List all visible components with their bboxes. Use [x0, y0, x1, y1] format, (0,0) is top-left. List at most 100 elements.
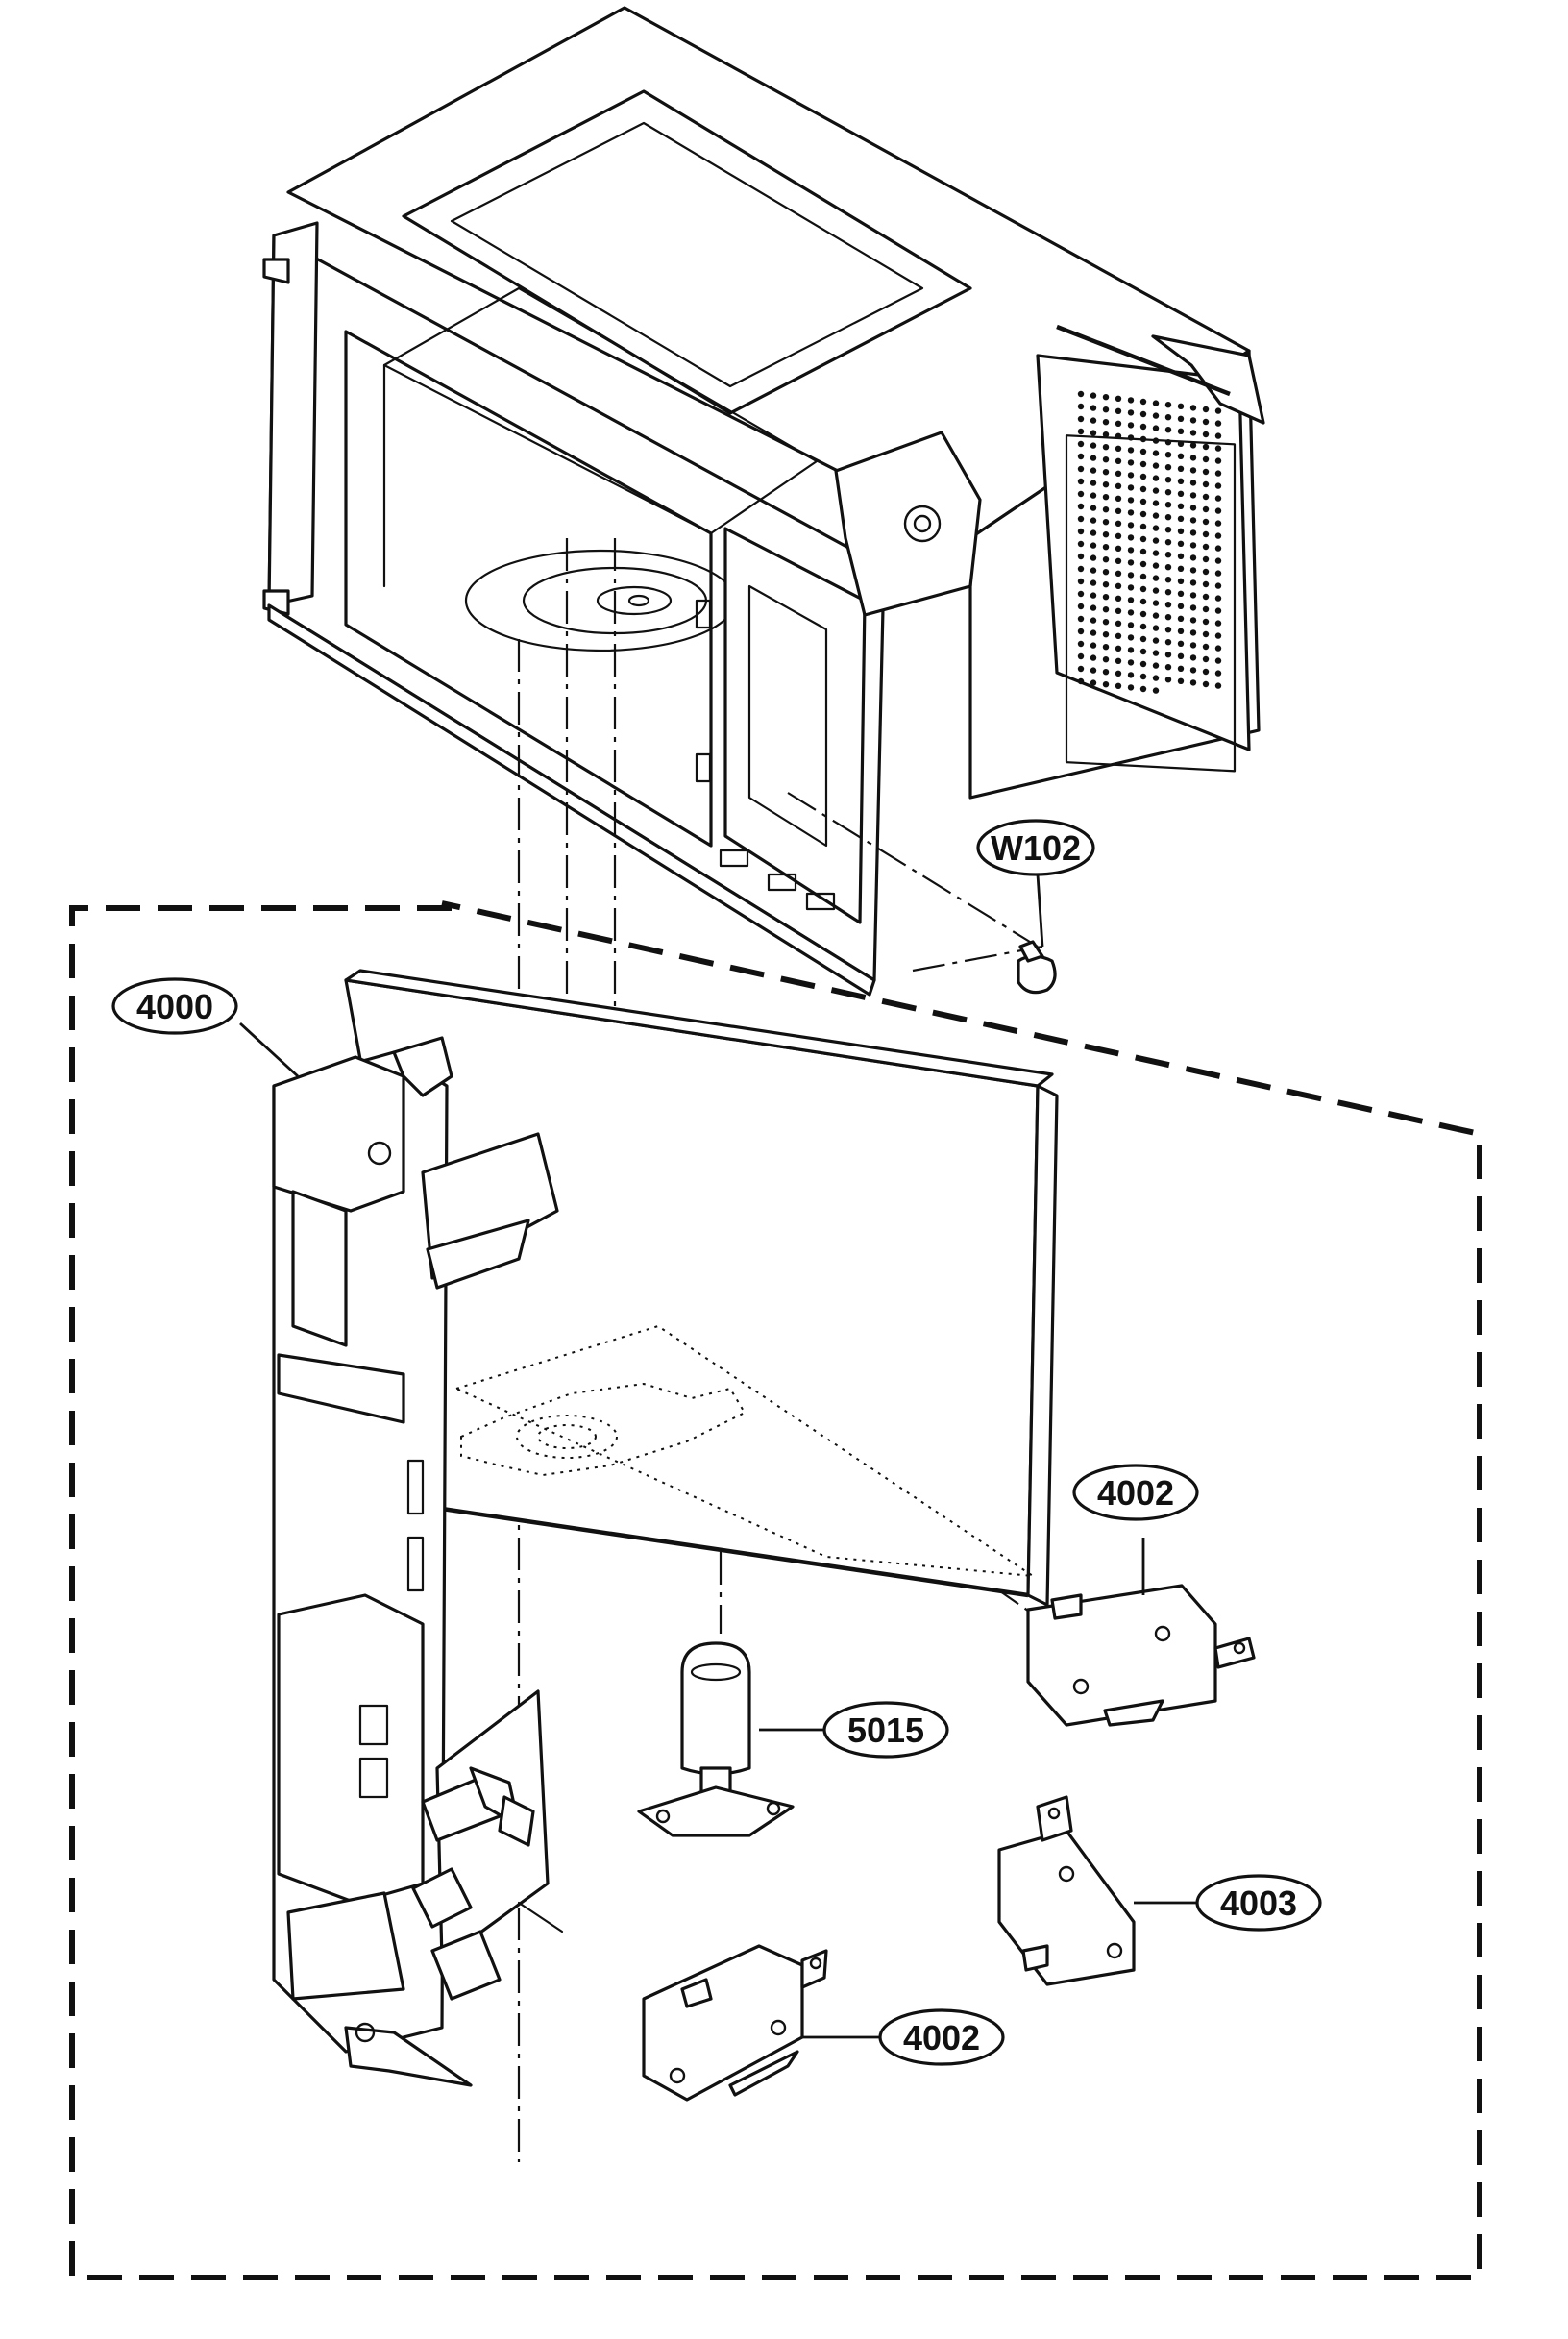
vent-hole	[1152, 425, 1160, 431]
vent-hole	[1189, 455, 1197, 461]
vent-hole	[1152, 400, 1160, 406]
vent-hole	[1077, 540, 1085, 548]
vent-hole	[1164, 552, 1172, 558]
turntable-hub	[596, 585, 673, 616]
vent-hole	[1152, 550, 1160, 556]
vent-hole	[1152, 600, 1160, 606]
vent-hole	[1164, 589, 1172, 596]
bracket-top-tab	[392, 1036, 453, 1097]
vent-hole	[1090, 542, 1097, 549]
vent-hole	[1202, 568, 1210, 576]
vent-hole	[1127, 409, 1135, 416]
vent-hole	[1164, 439, 1172, 446]
vent-hole	[1077, 553, 1085, 560]
vent-hole	[1177, 640, 1185, 647]
vent-hole	[1115, 645, 1122, 652]
vent-hole	[1177, 603, 1185, 609]
vent-hole	[1152, 675, 1160, 681]
vent-hole	[1102, 531, 1110, 538]
vent-frame	[1065, 434, 1237, 773]
callout-label-w102: W102	[991, 828, 1081, 868]
vent-hole	[1127, 572, 1135, 579]
vent-hole	[1202, 443, 1210, 451]
vent-hole	[1102, 456, 1110, 463]
vent-hole	[1115, 620, 1122, 627]
vent-hole	[1139, 585, 1147, 593]
vent-hole	[1152, 687, 1160, 694]
vent-hole	[1189, 617, 1197, 624]
vent-hole	[1214, 557, 1222, 564]
vent-hole	[1102, 481, 1110, 488]
vent-hole	[1214, 632, 1222, 639]
vent-hole	[1127, 622, 1135, 628]
vent-hole	[1177, 553, 1185, 559]
vent-hole	[1077, 528, 1085, 535]
vent-hole	[1164, 627, 1172, 633]
vent-hole	[1152, 412, 1160, 419]
vent-hole	[1077, 403, 1085, 410]
switch-body-4003	[997, 1829, 1136, 1986]
switch-body-lower	[642, 1944, 804, 2102]
vent-hole	[1102, 544, 1110, 551]
vent-hole	[1077, 590, 1085, 598]
vent-hole	[1090, 617, 1097, 624]
vent-hole	[1164, 452, 1172, 458]
vent-hole	[1139, 635, 1147, 643]
vent-hole	[1202, 406, 1210, 413]
door-panel	[344, 969, 1059, 1607]
rear-corner-bracket	[1151, 334, 1265, 425]
upper-hinge	[262, 258, 290, 284]
vent-hole	[1214, 470, 1222, 477]
vent-hole	[1152, 612, 1160, 619]
lamp-base-plate	[637, 1785, 795, 1837]
vent-hole	[1189, 529, 1197, 536]
vent-hole	[1202, 630, 1210, 638]
callout-4003: 4003	[1195, 1874, 1322, 1932]
callout-leaders	[239, 874, 1196, 2039]
vent-hole	[1127, 672, 1135, 678]
callout-label-4002-upper: 4002	[1097, 1473, 1174, 1513]
vent-hole	[1090, 679, 1097, 686]
vent-hole	[1177, 528, 1185, 534]
vent-hole	[1152, 650, 1160, 656]
vent-hole	[1077, 615, 1085, 623]
vent-hole	[1090, 467, 1097, 474]
vent-hole	[1214, 520, 1222, 527]
screw-shank	[1018, 940, 1044, 963]
vent-hole	[1189, 629, 1197, 636]
vent-hole	[1127, 597, 1135, 603]
vent-hole	[1177, 628, 1185, 634]
vent-hole	[1152, 475, 1160, 481]
vent-hole	[1090, 417, 1097, 424]
vent-hole	[1152, 587, 1160, 594]
screw-w102	[1017, 940, 1057, 995]
vent-hole	[1102, 556, 1110, 563]
vent-hole	[1102, 494, 1110, 501]
vent-hole	[1152, 625, 1160, 631]
vent-hole	[1090, 592, 1097, 599]
vent-hole	[1139, 548, 1147, 555]
vent-hole	[1164, 464, 1172, 471]
vent-hole	[1214, 445, 1222, 452]
lamp-bulb	[680, 1641, 751, 1776]
vent-hole	[1139, 673, 1147, 680]
vent-hole	[1127, 609, 1135, 616]
vent-hole	[1164, 402, 1172, 408]
vent-hole	[1115, 670, 1122, 677]
vent-hole	[1202, 505, 1210, 513]
door-top-edge	[344, 969, 1054, 1088]
vent-hole	[1177, 565, 1185, 572]
vent-hole	[1090, 430, 1097, 436]
vent-hole	[1139, 685, 1147, 693]
vent-hole	[1127, 459, 1135, 466]
vent-hole	[1164, 677, 1172, 683]
vent-hole	[1090, 517, 1097, 524]
vent-hole	[1189, 679, 1197, 686]
vent-hole	[1127, 397, 1135, 404]
latch-hook-lower	[430, 1930, 502, 2001]
vent-hole	[1214, 670, 1222, 677]
vent-hole	[1090, 492, 1097, 499]
vent-hole	[1077, 440, 1085, 448]
vent-hole	[1115, 432, 1122, 439]
vent-hole	[1214, 595, 1222, 602]
